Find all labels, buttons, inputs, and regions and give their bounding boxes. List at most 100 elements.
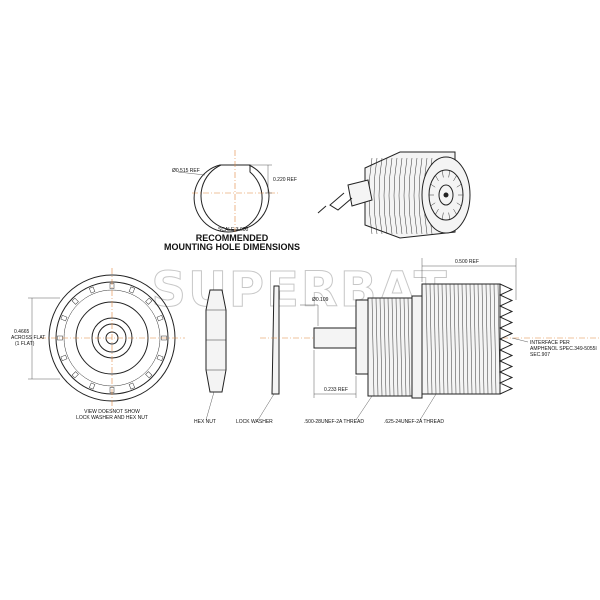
front-thread-line <box>433 283 437 395</box>
iso-wire <box>317 205 327 214</box>
iso-tooth <box>448 170 451 178</box>
isometric-connector <box>317 151 471 239</box>
iso-thread-line <box>408 157 413 235</box>
across-flat-value: 0.4665 <box>14 329 30 335</box>
front-thread-line <box>481 283 485 395</box>
side-view: 0.500 REF Ø0.109 0.233 REF .500-28UNEF-2… <box>300 258 597 425</box>
interface-line3: SEC.907 <box>530 352 550 358</box>
front-thread-line <box>473 283 477 395</box>
front-thread-line <box>461 283 465 395</box>
iso-tooth <box>448 212 451 220</box>
scale-label: SCALE 3.000 <box>218 227 249 233</box>
front-notch <box>156 354 164 362</box>
front-notches <box>57 283 167 393</box>
iso-thread-line <box>373 157 378 235</box>
iso-tooth <box>453 208 457 215</box>
mounting-hole-flat-label: 0.220 REF <box>273 177 297 183</box>
rear-thread-line <box>387 297 391 397</box>
iso-tooth <box>430 183 436 188</box>
front-thread-leader <box>419 393 437 421</box>
front-thread-line <box>489 283 493 395</box>
front-thread-label: .625-24UNEF-2A THREAD <box>384 419 444 425</box>
iso-insulator <box>438 184 454 206</box>
overall-length-label: 0.500 REF <box>455 259 479 265</box>
front-thread-line <box>457 283 461 395</box>
iso-tooth <box>456 202 462 207</box>
lock-washer-profile <box>271 285 280 395</box>
iso-tooth <box>441 212 444 220</box>
mounting-hole-profile <box>200 164 270 231</box>
hex-nut-leader <box>205 391 215 421</box>
iso-pin <box>443 192 449 198</box>
front-thread-line <box>477 283 481 395</box>
front-notch <box>156 314 164 322</box>
hex-nut-profile <box>205 289 227 393</box>
rear-thread-line <box>395 297 399 397</box>
front-notch <box>71 297 79 305</box>
front-thread-line <box>429 283 433 395</box>
rear-thread-line <box>379 297 383 397</box>
side-rear-thread-body <box>367 297 415 397</box>
side-rear-threads <box>371 297 411 397</box>
iso-tooth <box>435 208 439 215</box>
pin-length-label: 0.233 REF <box>324 387 348 393</box>
iso-thread-line <box>398 157 403 235</box>
front-thread-line <box>469 283 473 395</box>
iso-threads <box>368 157 433 235</box>
rear-thread-label: .500-28UNEF-2A THREAD <box>304 419 364 425</box>
rear-thread-line <box>407 297 411 397</box>
diameter-leader <box>177 171 206 176</box>
rear-thread-line <box>403 297 407 397</box>
front-notch <box>145 297 153 305</box>
iso-thread-line <box>418 157 423 235</box>
iso-solder-tab <box>329 192 353 211</box>
front-thread-line <box>441 283 445 395</box>
rear-thread-line <box>375 297 379 397</box>
hex-nut-label: HEX NUT <box>194 419 216 425</box>
iso-teeth <box>429 170 463 220</box>
front-notch <box>60 354 68 362</box>
side-front-teeth <box>498 283 514 395</box>
iso-tooth <box>453 175 457 182</box>
front-thread-line <box>453 283 457 395</box>
iso-tooth <box>441 170 444 178</box>
across-flat-label: ACROSS FLAT <box>11 335 45 341</box>
across-flat-count: (1 FLAT) <box>15 341 35 347</box>
front-notch <box>88 286 96 294</box>
front-notch <box>88 382 96 390</box>
front-notch <box>128 286 136 294</box>
iso-thread-line <box>378 157 383 235</box>
front-thread-line <box>485 283 489 395</box>
front-thread-line <box>425 283 429 395</box>
iso-thread-line <box>403 157 408 235</box>
rear-thread-line <box>391 297 395 397</box>
rear-thread-line <box>383 297 387 397</box>
pin-diameter-label: Ø0.109 <box>312 297 329 303</box>
front-thread-line <box>465 283 469 395</box>
hex-nut-view: HEX NUT <box>194 289 227 425</box>
side-front-thread-body <box>421 283 501 395</box>
side-collar <box>411 295 423 399</box>
front-note-line2: LOCK WASHER AND HEX NUT <box>76 415 148 421</box>
iso-tooth <box>430 202 436 207</box>
heading-line2: MOUNTING HOLE DIMENSIONS <box>164 242 300 252</box>
iso-thread-line <box>413 157 418 235</box>
front-notch <box>60 314 68 322</box>
interface-line1: INTERFACE PER <box>530 340 570 346</box>
iso-thread-line <box>383 157 388 235</box>
front-thread-line <box>493 283 497 395</box>
front-notch <box>128 382 136 390</box>
side-solder-cup <box>313 327 357 349</box>
front-notch <box>145 371 153 379</box>
front-thread-line <box>437 283 441 395</box>
rear-thread-line <box>371 297 375 397</box>
heading-line1: RECOMMENDED <box>196 233 269 243</box>
iso-tooth <box>435 175 439 182</box>
lock-washer-label: LOCK WASHER <box>236 419 273 425</box>
lock-washer-leader <box>257 393 275 421</box>
front-note-line1: VIEW DOESNOT SHOW <box>84 409 140 415</box>
rear-thread-leader <box>355 395 373 421</box>
front-notch <box>71 371 79 379</box>
front-thread-line <box>445 283 449 395</box>
iso-thread-line <box>393 157 398 235</box>
